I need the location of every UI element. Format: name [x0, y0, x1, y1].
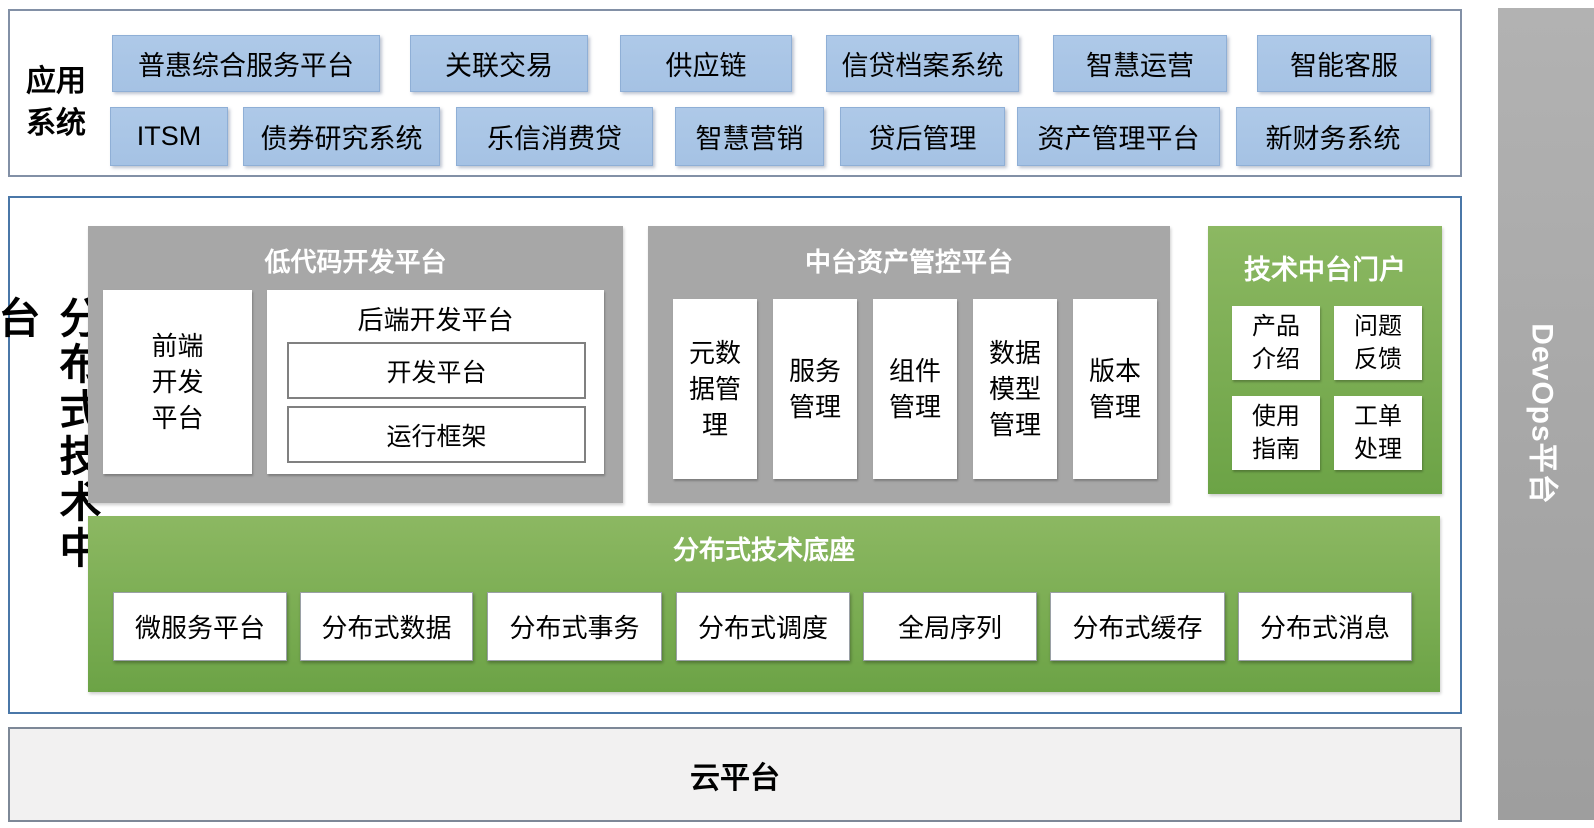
app-system-box: 供应链 [620, 35, 792, 92]
asset-column-label: 数据模型管理 [988, 338, 1041, 440]
app-system-box: 智能客服 [1257, 35, 1431, 92]
asset-column-box: 服务管理 [773, 299, 857, 479]
asset-column-box: 元数据管理 [673, 299, 757, 479]
devops-platform-label: DevOps平台 [1526, 323, 1560, 505]
app-system-box: 债券研究系统 [243, 107, 440, 166]
portal-ticket-handling-box: 工单处理 [1334, 396, 1422, 470]
base-item-box: 微服务平台 [113, 592, 287, 661]
tech-platform-label: 分布式技术中台 [0, 296, 102, 572]
asset-column-label: 组件管理 [888, 356, 941, 422]
portal-item-label: 问题反馈 [1354, 313, 1402, 373]
cloud-platform-label: 云平台 [690, 761, 780, 795]
app-system-box: ITSM [110, 107, 228, 166]
portal-product-intro-box: 产品介绍 [1232, 306, 1320, 380]
app-system-box: 关联交易 [410, 35, 588, 92]
devops-platform-text-wrap: DevOps平台 [1498, 8, 1594, 820]
portal-item-label: 产品介绍 [1252, 313, 1300, 373]
base-item-box: 分布式调度 [676, 592, 850, 661]
app-system-box: 贷后管理 [840, 107, 1005, 166]
low-code-platform-title: 低代码开发平台 [264, 247, 447, 277]
tech-platform-container: 分布式技术中台 低代码开发平台 前端开发平台 后端开发平台 开发平台 运行框架 … [0, 196, 1462, 714]
distributed-base-title: 分布式技术底座 [672, 535, 855, 565]
low-code-platform-panel: 低代码开发平台 前端开发平台 后端开发平台 开发平台 运行框架 [88, 226, 623, 503]
app-systems-label: 应用系统 [26, 65, 86, 140]
base-item-box: 全局序列 [863, 592, 1037, 661]
portal-item-label: 使用指南 [1252, 403, 1300, 463]
base-item-box: 分布式数据 [300, 592, 473, 661]
asset-column-label: 服务管理 [788, 356, 841, 422]
asset-platform-title: 中台资产管控平台 [804, 247, 1013, 277]
portal-panel: 技术中台门户 产品介绍 问题反馈 使用指南 工单处理 [1208, 226, 1442, 494]
app-system-box: 普惠综合服务平台 [112, 35, 380, 92]
base-item-box: 分布式消息 [1238, 592, 1412, 661]
asset-column-box: 组件管理 [873, 299, 957, 479]
portal-issue-feedback-box: 问题反馈 [1334, 306, 1422, 380]
asset-column-box: 数据模型管理 [973, 299, 1057, 479]
app-system-box: 信贷档案系统 [826, 35, 1019, 92]
distributed-base-panel: 分布式技术底座 微服务平台 分布式数据 分布式事务 分布式调度 全局序列 分布式… [88, 516, 1440, 692]
frontend-platform-label: 前端开发平台 [151, 331, 204, 433]
asset-column-label: 版本管理 [1088, 356, 1141, 422]
backend-runtime-framework-box: 运行框架 [287, 406, 586, 463]
portal-title: 技术中台门户 [1244, 255, 1406, 285]
asset-column-box: 版本管理 [1073, 299, 1157, 479]
portal-user-guide-box: 使用指南 [1232, 396, 1320, 470]
asset-platform-panel: 中台资产管控平台 元数据管理 服务管理 组件管理 数据模型管理 版本管理 [648, 226, 1170, 503]
backend-platform-title: 后端开发平台 [357, 305, 514, 335]
app-system-box: 智慧营销 [675, 107, 824, 166]
app-systems-container: 应用系统 普惠综合服务平台 关联交易 供应链 信贷档案系统 智慧运营 智能客服 … [8, 9, 1462, 177]
portal-item-label: 工单处理 [1354, 403, 1402, 463]
devops-platform-bar: DevOps平台 [1498, 8, 1594, 820]
cloud-platform-container: 云平台 [8, 727, 1462, 822]
app-system-box: 乐信消费贷 [456, 107, 653, 166]
app-system-box: 资产管理平台 [1017, 107, 1220, 166]
frontend-platform-box: 前端开发平台 [103, 290, 252, 474]
base-item-box: 分布式事务 [487, 592, 662, 661]
app-system-box: 新财务系统 [1236, 107, 1430, 166]
backend-dev-platform-box: 开发平台 [287, 342, 586, 399]
asset-column-label: 元数据管理 [688, 338, 741, 440]
backend-platform-box: 后端开发平台 开发平台 运行框架 [267, 290, 604, 474]
app-system-box: 智慧运营 [1053, 35, 1227, 92]
base-item-box: 分布式缓存 [1050, 592, 1225, 661]
